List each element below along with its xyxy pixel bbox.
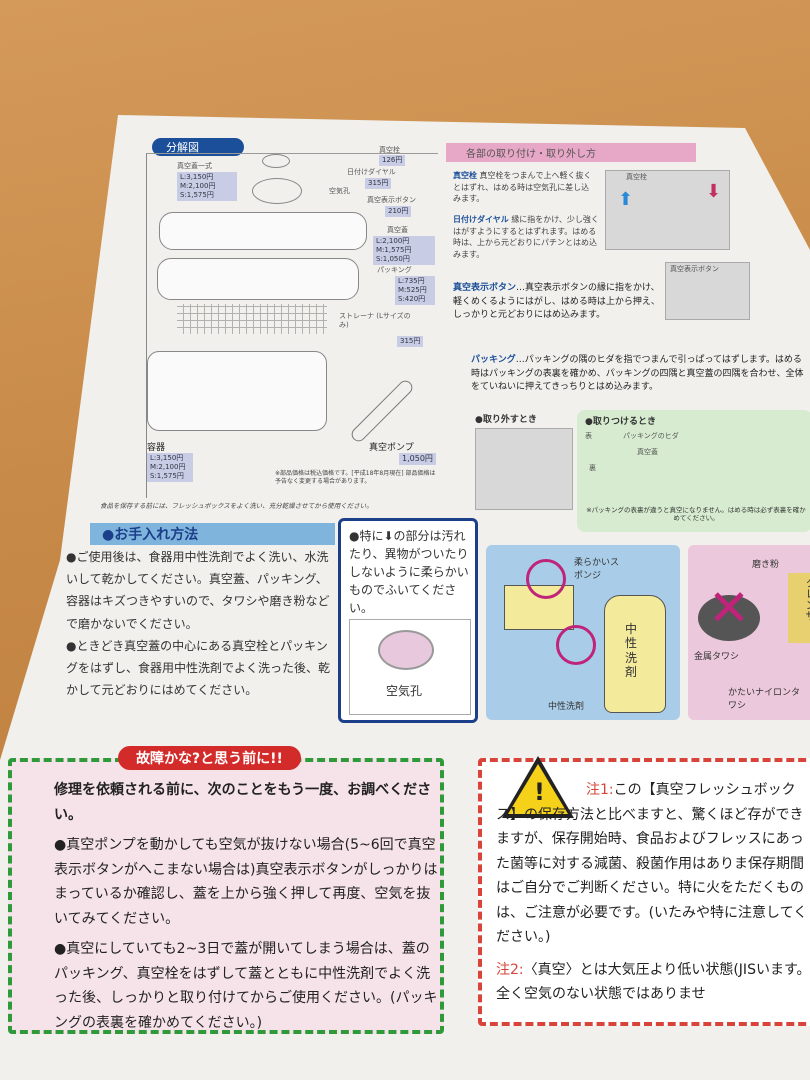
trouble-box: 修理を依頼される前に、次のことをもう一度、お調べください。 ●真空ポンプを動かし… bbox=[8, 758, 444, 1034]
air-hole-illustration: 空気孔 bbox=[349, 619, 471, 715]
remove-title: ●取り外すとき bbox=[475, 415, 537, 425]
note-2: 注2:〈真空〉とは大気圧より低い状態(JISいます。全く空気のない状態ではありま… bbox=[496, 958, 810, 1007]
arrow-up-icon: ⬆ bbox=[618, 189, 634, 210]
attach-item-text: 真空栓をつまんで上へ軽く抜くとはずれ、はめる時は空気孔に差し込みます。 bbox=[453, 171, 592, 204]
price-note: ※部品価格は税込価格です。[平成18年8月現在] 部品価格は予告なく変更する場合… bbox=[275, 470, 436, 485]
date-dial-drawing bbox=[252, 178, 302, 204]
label-fold: パッキングのヒダ bbox=[623, 432, 679, 440]
notes-content: 注1:この【真空フレッシュボックス】の保存方法と比べますと、驚くほど存ができます… bbox=[496, 778, 810, 1007]
part-price-lid-set: L:3,150円 M:2,100円 S:1,575円 bbox=[177, 172, 237, 202]
part-price-packing: L:735円 M:525円 S:420円 bbox=[395, 276, 435, 306]
note-1-text: この【真空フレッシュボックス】の保存方法と比べますと、驚くほど存ができますが、保… bbox=[496, 782, 808, 945]
detergent-bottle-drawing: 中性洗剤 bbox=[604, 595, 666, 713]
attach-item-text: …真空表示ボタンの縁に指をかけ、軽くめくるようにはがし、はめる時は上から押え、し… bbox=[453, 283, 660, 320]
label-front: 表 bbox=[585, 432, 592, 440]
ng-cross-icon: ✕ bbox=[708, 579, 750, 637]
attach-item-text: 縁に指をかけ、少し強くはがすようにするとはずれます。はめる時は、上から元どおりに… bbox=[453, 215, 599, 259]
note-2-text: 〈真空〉とは大気圧より低い状態(JISいます。全く空気のない状態ではありませ bbox=[496, 961, 810, 1003]
part-price-pump: 1,050円 bbox=[399, 453, 436, 466]
attach-note: ※パッキングの表裏が違うと真空になりません。はめる時は必ず表裏を確かめてください… bbox=[586, 506, 806, 523]
trouble-title: 故障かな?と思う前に!! bbox=[118, 746, 301, 770]
fig-label-button: 真空表示ボタン bbox=[670, 265, 719, 273]
part-price-dial: 315円 bbox=[365, 178, 392, 190]
lid-drawing bbox=[159, 212, 367, 250]
ok-circle-icon bbox=[556, 625, 596, 665]
label-sponge: 柔らかいスポンジ bbox=[574, 558, 620, 581]
part-label-air-hole: 空気孔 bbox=[329, 187, 350, 195]
part-label-dial: 日付けダイヤル bbox=[347, 168, 396, 176]
trouble-item-1: ●真空ポンプを動かしても空気が抜けない場合(5~6回で真空表示ボタンがへこまない… bbox=[54, 837, 438, 927]
note-2-label: 注2: bbox=[496, 961, 524, 978]
ok-circle-icon bbox=[526, 559, 566, 599]
part-price-lid: L:2,100円 M:1,575円 S:1,050円 bbox=[373, 236, 435, 266]
container-drawing bbox=[147, 351, 327, 431]
part-price-indicator: 210円 bbox=[385, 206, 412, 218]
trouble-item-2: ●真空にしていても2~3日で蓋が開いてしまう場合は、蓋のパッキング、真空栓をはず… bbox=[54, 941, 438, 1031]
ok-panel: 柔らかいスポンジ 中性洗剤 中性洗剤 bbox=[486, 545, 680, 720]
part-label-container: 容器 bbox=[147, 443, 166, 453]
care-title: ●お手入れ方法 bbox=[90, 523, 335, 545]
air-hole-label: 空気孔 bbox=[386, 684, 423, 698]
plug-illustration: 真空栓 ⬆ ⬇ bbox=[605, 170, 730, 250]
packing-drawing bbox=[157, 258, 359, 300]
label-metal-scrubber: 金属タワシ bbox=[694, 652, 740, 662]
part-label-lid-set: 真空蓋一式 bbox=[177, 162, 212, 170]
fig-label-plug: 真空栓 bbox=[626, 173, 647, 181]
trouble-content: 修理を依頼される前に、次のことをもう一度、お調べください。 ●真空ポンプを動かし… bbox=[54, 778, 442, 1035]
attach-item-label: 真空栓 bbox=[453, 171, 477, 180]
label-powder: 磨き粉 bbox=[752, 560, 780, 570]
metal-scrubber-drawing bbox=[698, 595, 760, 641]
attach-panel: ●取りつけるとき 表 パッキングのヒダ 真空蓋 裏 ※パッキングの表裏が違うと真… bbox=[577, 410, 810, 532]
diagram-footer: 食品を保存する前には、フレッシュボックスをよく洗い、充分乾燥させてから使用くださ… bbox=[100, 502, 373, 510]
part-label-lid: 真空蓋 bbox=[387, 226, 408, 234]
label-detergent: 中性洗剤 bbox=[548, 702, 585, 712]
attach-item-indicator: 真空表示ボタン…真空表示ボタンの縁に指をかけ、軽くめくるようにはがし、はめる時は… bbox=[453, 282, 661, 323]
attach-section-title: 各部の取り付け・取り外し方 bbox=[446, 143, 696, 162]
part-price-plug: 126円 bbox=[379, 155, 406, 167]
vacuum-plug-drawing bbox=[262, 154, 290, 168]
trouble-intro: 修理を依頼される前に、次のことをもう一度、お調べください。 bbox=[54, 782, 432, 823]
label-nylon-scrubber: かたいナイロンタワシ bbox=[728, 688, 801, 711]
note-1: 注1:この【真空フレッシュボックス】の保存方法と比べますと、驚くほど存ができます… bbox=[496, 778, 810, 950]
attach-item-packing: パッキング…パッキングの隅のヒダを指でつまんで引っぱってはずします。はめる時はパ… bbox=[471, 354, 806, 395]
part-label-plug: 真空栓 bbox=[379, 146, 400, 154]
remove-illustration bbox=[475, 428, 573, 510]
notes-box: ! 注1:この【真空フレッシュボックス】の保存方法と比べますと、驚くほど存ができ… bbox=[478, 756, 810, 1026]
note-1-label: 注1: bbox=[586, 782, 614, 798]
attach-title: ●取りつけるとき bbox=[585, 417, 656, 427]
attach-item-text: …パッキングの隅のヒダを指でつまんで引っぱってはずします。はめる時はパッキングの… bbox=[471, 355, 804, 392]
diagram-title: 分解図 bbox=[152, 138, 244, 156]
ng-panel: 磨き粉 クレンザー ✕ 金属タワシ かたいナイロンタワシ bbox=[688, 545, 810, 720]
bottle-label: 中性洗剤 bbox=[625, 622, 638, 680]
indicator-illustration: 真空表示ボタン bbox=[665, 262, 750, 320]
label-cleanser: クレンザー bbox=[788, 573, 810, 643]
attach-item-label: 真空表示ボタン bbox=[453, 283, 517, 293]
label-back: 裏 bbox=[589, 464, 596, 472]
part-label-indicator: 真空表示ボタン bbox=[367, 196, 416, 204]
part-price-container: L:3,150円 M:2,100円 S:1,575円 bbox=[147, 453, 193, 483]
air-hole-drawing bbox=[378, 630, 434, 670]
care-text: ●ご使用後は、食器用中性洗剤でよく洗い、水洗いして乾かしてください。真空蓋、パッ… bbox=[66, 546, 338, 701]
care-paragraph-1: ●ご使用後は、食器用中性洗剤でよく洗い、水洗いして乾かしてください。真空蓋、パッ… bbox=[66, 550, 330, 631]
attach-item-label: パッキング bbox=[471, 355, 516, 365]
attach-item-label: 日付けダイヤル bbox=[453, 215, 509, 224]
vacuum-pump-drawing bbox=[348, 377, 416, 445]
warning-icon: ! bbox=[502, 756, 574, 818]
part-price-strainer: 315円 bbox=[397, 336, 424, 348]
care-paragraph-2: ●ときどき真空蓋の中心にある真空栓とパッキングをはずし、食器用中性洗剤でよく洗っ… bbox=[66, 638, 331, 698]
exploded-diagram: 真空蓋一式 L:3,150円 M:2,100円 S:1,575円 真空栓 126… bbox=[146, 146, 438, 498]
air-hole-text: ●特に⬇の部分は汚れたり、異物がついたりしないように柔らかいものでふいてください… bbox=[349, 529, 469, 615]
part-label-packing: パッキング bbox=[377, 266, 412, 274]
attach-item-plug: 真空栓 真空栓をつまんで上へ軽く抜くとはずれ、はめる時は空気孔に差し込みます。 bbox=[453, 170, 593, 205]
part-label-strainer: ストレーナ (Lサイズのみ) bbox=[339, 312, 411, 330]
air-hole-box: ●特に⬇の部分は汚れたり、異物がついたりしないように柔らかいものでふいてください… bbox=[338, 518, 478, 723]
part-label-pump: 真空ポンプ bbox=[369, 443, 414, 453]
label-lid: 真空蓋 bbox=[637, 448, 658, 456]
arrow-down-icon: ⬇ bbox=[706, 181, 722, 202]
strainer-drawing bbox=[177, 304, 327, 334]
attach-item-dial: 日付けダイヤル 縁に指をかけ、少し強くはがすようにするとはずれます。はめる時は、… bbox=[453, 214, 603, 260]
